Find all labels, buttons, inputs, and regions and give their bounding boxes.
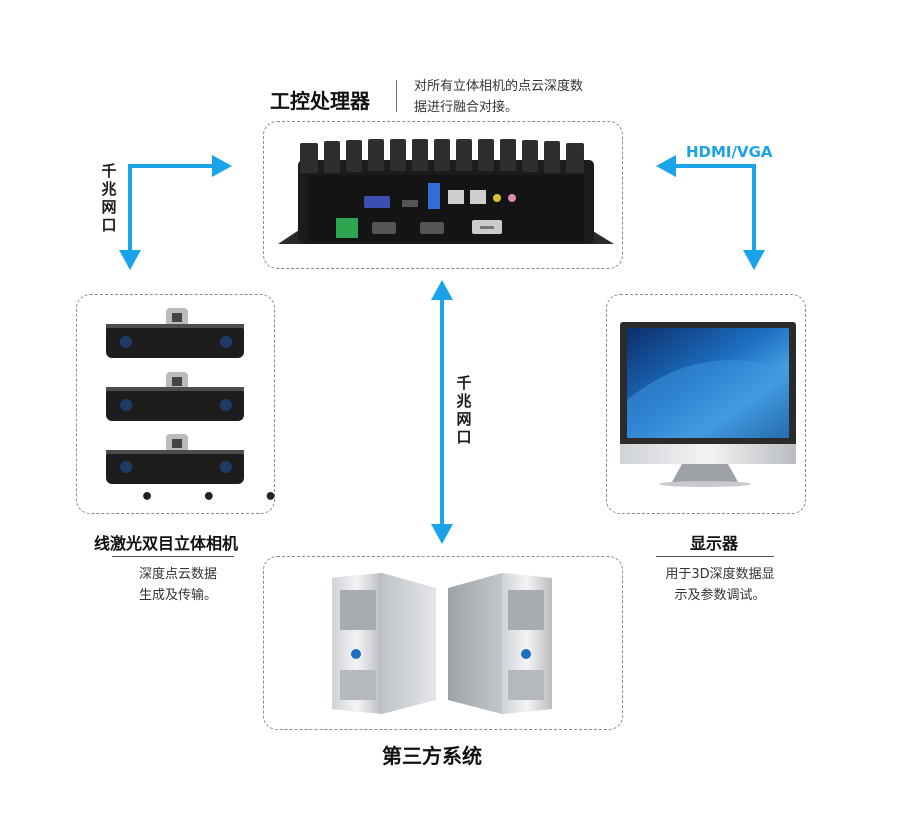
stereo-camera-1 xyxy=(106,308,244,358)
processor-title: 工控处理器 xyxy=(270,89,370,113)
display-desc-line1: 用于3D深度数据显 xyxy=(665,567,775,582)
left-link-label: 千兆网口 xyxy=(101,162,117,234)
right-arrowhead-down xyxy=(743,250,765,270)
display-desc-line2: 示及参数调试。 xyxy=(674,588,766,603)
processor-description: 对所有立体相机的点云深度数 据进行融合对接。 xyxy=(414,76,629,118)
right-link-arrow xyxy=(674,164,756,252)
right-arrowhead-left xyxy=(656,155,676,177)
left-arrowhead-right xyxy=(212,155,232,177)
monitor-image xyxy=(620,322,796,487)
display-box xyxy=(606,294,806,514)
cameras-description: 深度点云数据 生成及传输。 xyxy=(118,564,238,606)
display-title: 显示器 xyxy=(690,534,739,553)
left-arrowhead-down xyxy=(119,250,141,270)
cameras-desc-line2: 生成及传输。 xyxy=(138,588,217,603)
server-tower-left xyxy=(332,573,436,714)
third-party-box xyxy=(263,556,623,730)
processor-divider xyxy=(396,80,397,112)
display-description: 用于3D深度数据显 示及参数调试。 xyxy=(650,564,790,606)
processor-desc-line2: 据进行融合对接。 xyxy=(414,100,519,115)
center-link-label: 千兆网口 xyxy=(456,374,472,446)
stereo-camera-2 xyxy=(106,372,244,421)
cameras-desc-line1: 深度点云数据 xyxy=(138,567,217,582)
right-link-label: HDMI/VGA xyxy=(686,143,773,161)
left-link-arrow xyxy=(128,164,214,252)
third-party-title: 第三方系统 xyxy=(382,744,482,768)
more-cameras-dots: • • • xyxy=(140,485,298,510)
industrial-pc-image xyxy=(278,139,614,244)
center-arrowhead-down xyxy=(431,524,453,544)
center-arrowhead-up xyxy=(431,280,453,300)
server-tower-right xyxy=(448,573,552,714)
cameras-box xyxy=(76,294,275,514)
display-underline xyxy=(656,556,774,557)
stereo-camera-3 xyxy=(106,434,244,484)
processor-desc-line1: 对所有立体相机的点云深度数 xyxy=(414,79,584,94)
cameras-underline xyxy=(112,556,234,557)
processor-box xyxy=(263,121,623,269)
cameras-title: 线激光双目立体相机 xyxy=(94,534,239,553)
